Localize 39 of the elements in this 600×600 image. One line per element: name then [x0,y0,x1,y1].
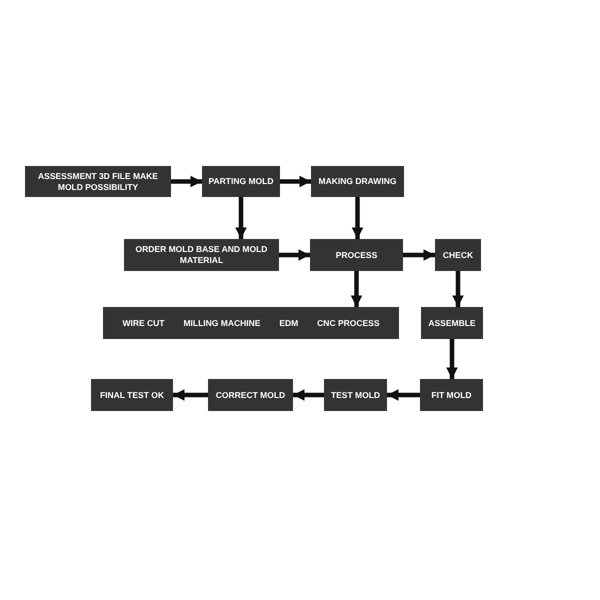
box-label: ASSEMBLE [428,318,476,328]
process-box [91,379,173,411]
arrow [293,389,324,401]
box-label: MAKING DRAWING [318,176,396,187]
process-box [324,379,387,411]
box-label: EDM [279,318,298,328]
box-label: MILLING MACHINE [183,318,260,328]
arrow [171,176,202,188]
arrow [350,271,362,307]
box-label: CNC PROCESS [317,318,380,328]
box-label: PROCESS [336,250,378,260]
process-box [311,166,404,197]
arrow [446,339,458,379]
box-label: ORDER MOLD BASE AND MOLD MATERIAL [134,244,268,266]
arrow [279,249,310,261]
process-box [25,166,171,197]
box-label: ASSESSMENT 3D FILE MAKE MOLD POSSIBILITY [37,170,159,192]
process-box [124,239,279,271]
arrow [452,271,464,307]
box-label: FINAL TEST OK [100,390,164,400]
arrow [403,249,435,261]
box-label: WIRE CUT [122,318,164,328]
arrow [235,197,247,239]
process-box [208,379,293,411]
arrow [173,389,208,401]
process-box [202,166,280,197]
process-box [420,379,483,411]
arrow [280,176,311,188]
box-label: TEST MOLD [330,390,380,400]
arrow [352,197,364,239]
process-box [435,239,481,271]
arrow [387,389,420,401]
process-box [421,307,483,339]
process-box [103,307,399,339]
box-label: CHECK [442,250,474,260]
box-label: CORRECT MOLD [216,390,286,400]
process-box [310,239,403,271]
box-label: FIT MOLD [431,390,472,400]
box-label: PARTING MOLD [208,176,274,187]
